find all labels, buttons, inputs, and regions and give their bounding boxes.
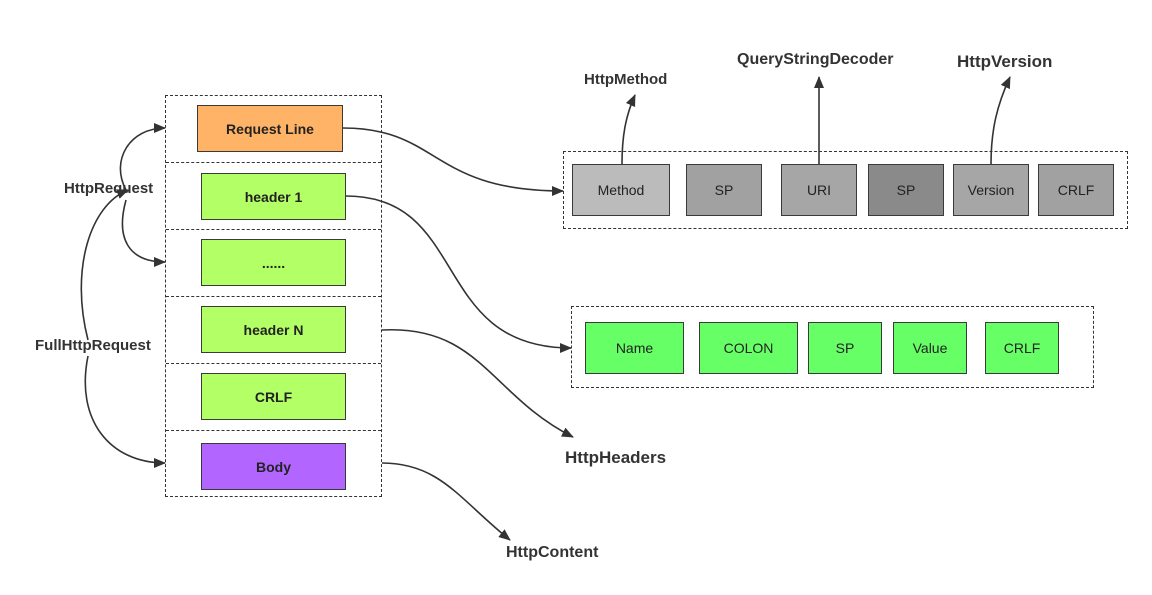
request-line-fields-group [563,151,1128,229]
uri-field: URI [781,164,857,216]
crlf-slot [166,364,381,431]
edge-httprequest-to-ellipsis [121,199,166,267]
httpcontent-label: HttpContent [506,544,599,561]
sp2-field: SP [868,164,944,216]
edge-headern-to-httpheaders [381,329,574,438]
httpversion-label: HttpVersion [957,52,1053,71]
edge-httprequest-to-request-line [119,123,166,191]
header-fields-group [571,306,1094,388]
querystringdecoder-label: QueryStringDecoder [737,51,894,68]
header1-slot [166,163,381,230]
edge-request-line-to-fields [342,127,564,196]
body-box: Body [201,443,346,490]
ellipsis-slot [166,230,381,297]
httpheaders-label: HttpHeaders [565,448,667,467]
ellipsis-box: ...... [201,239,346,286]
sp1-field: SP [686,164,762,216]
colon-field: COLON [699,322,798,374]
request-line-slot [166,96,381,163]
request-line-box: Request Line [197,105,343,152]
edge-method-to-httpmethod [621,94,636,165]
header1-box: header 1 [201,173,346,220]
edge-fullhttprequest-to-body [84,355,166,468]
version-field: Version [953,164,1029,216]
edge-fullhttprequest-to-httprequest [80,189,129,341]
httprequest-label: HttpRequest [64,180,154,197]
crlf-field-header: CRLF [985,322,1059,374]
method-field: Method [572,164,670,216]
crlf-field-request-line: CRLF [1038,164,1114,216]
headern-box: header N [201,306,346,353]
edge-body-to-httpcontent [381,462,511,541]
headern-slot [166,297,381,364]
httpmethod-label: HttpMethod [584,71,668,88]
crlf-box: CRLF [201,373,346,420]
edge-version-to-httpversion [990,76,1011,165]
sp-field-header: SP [808,322,882,374]
request-stack-group [165,95,382,497]
name-field: Name [585,322,684,374]
fullhttprequest-label: FullHttpRequest [35,337,151,354]
edge-header1-to-fields [345,195,572,353]
value-field: Value [893,322,967,374]
